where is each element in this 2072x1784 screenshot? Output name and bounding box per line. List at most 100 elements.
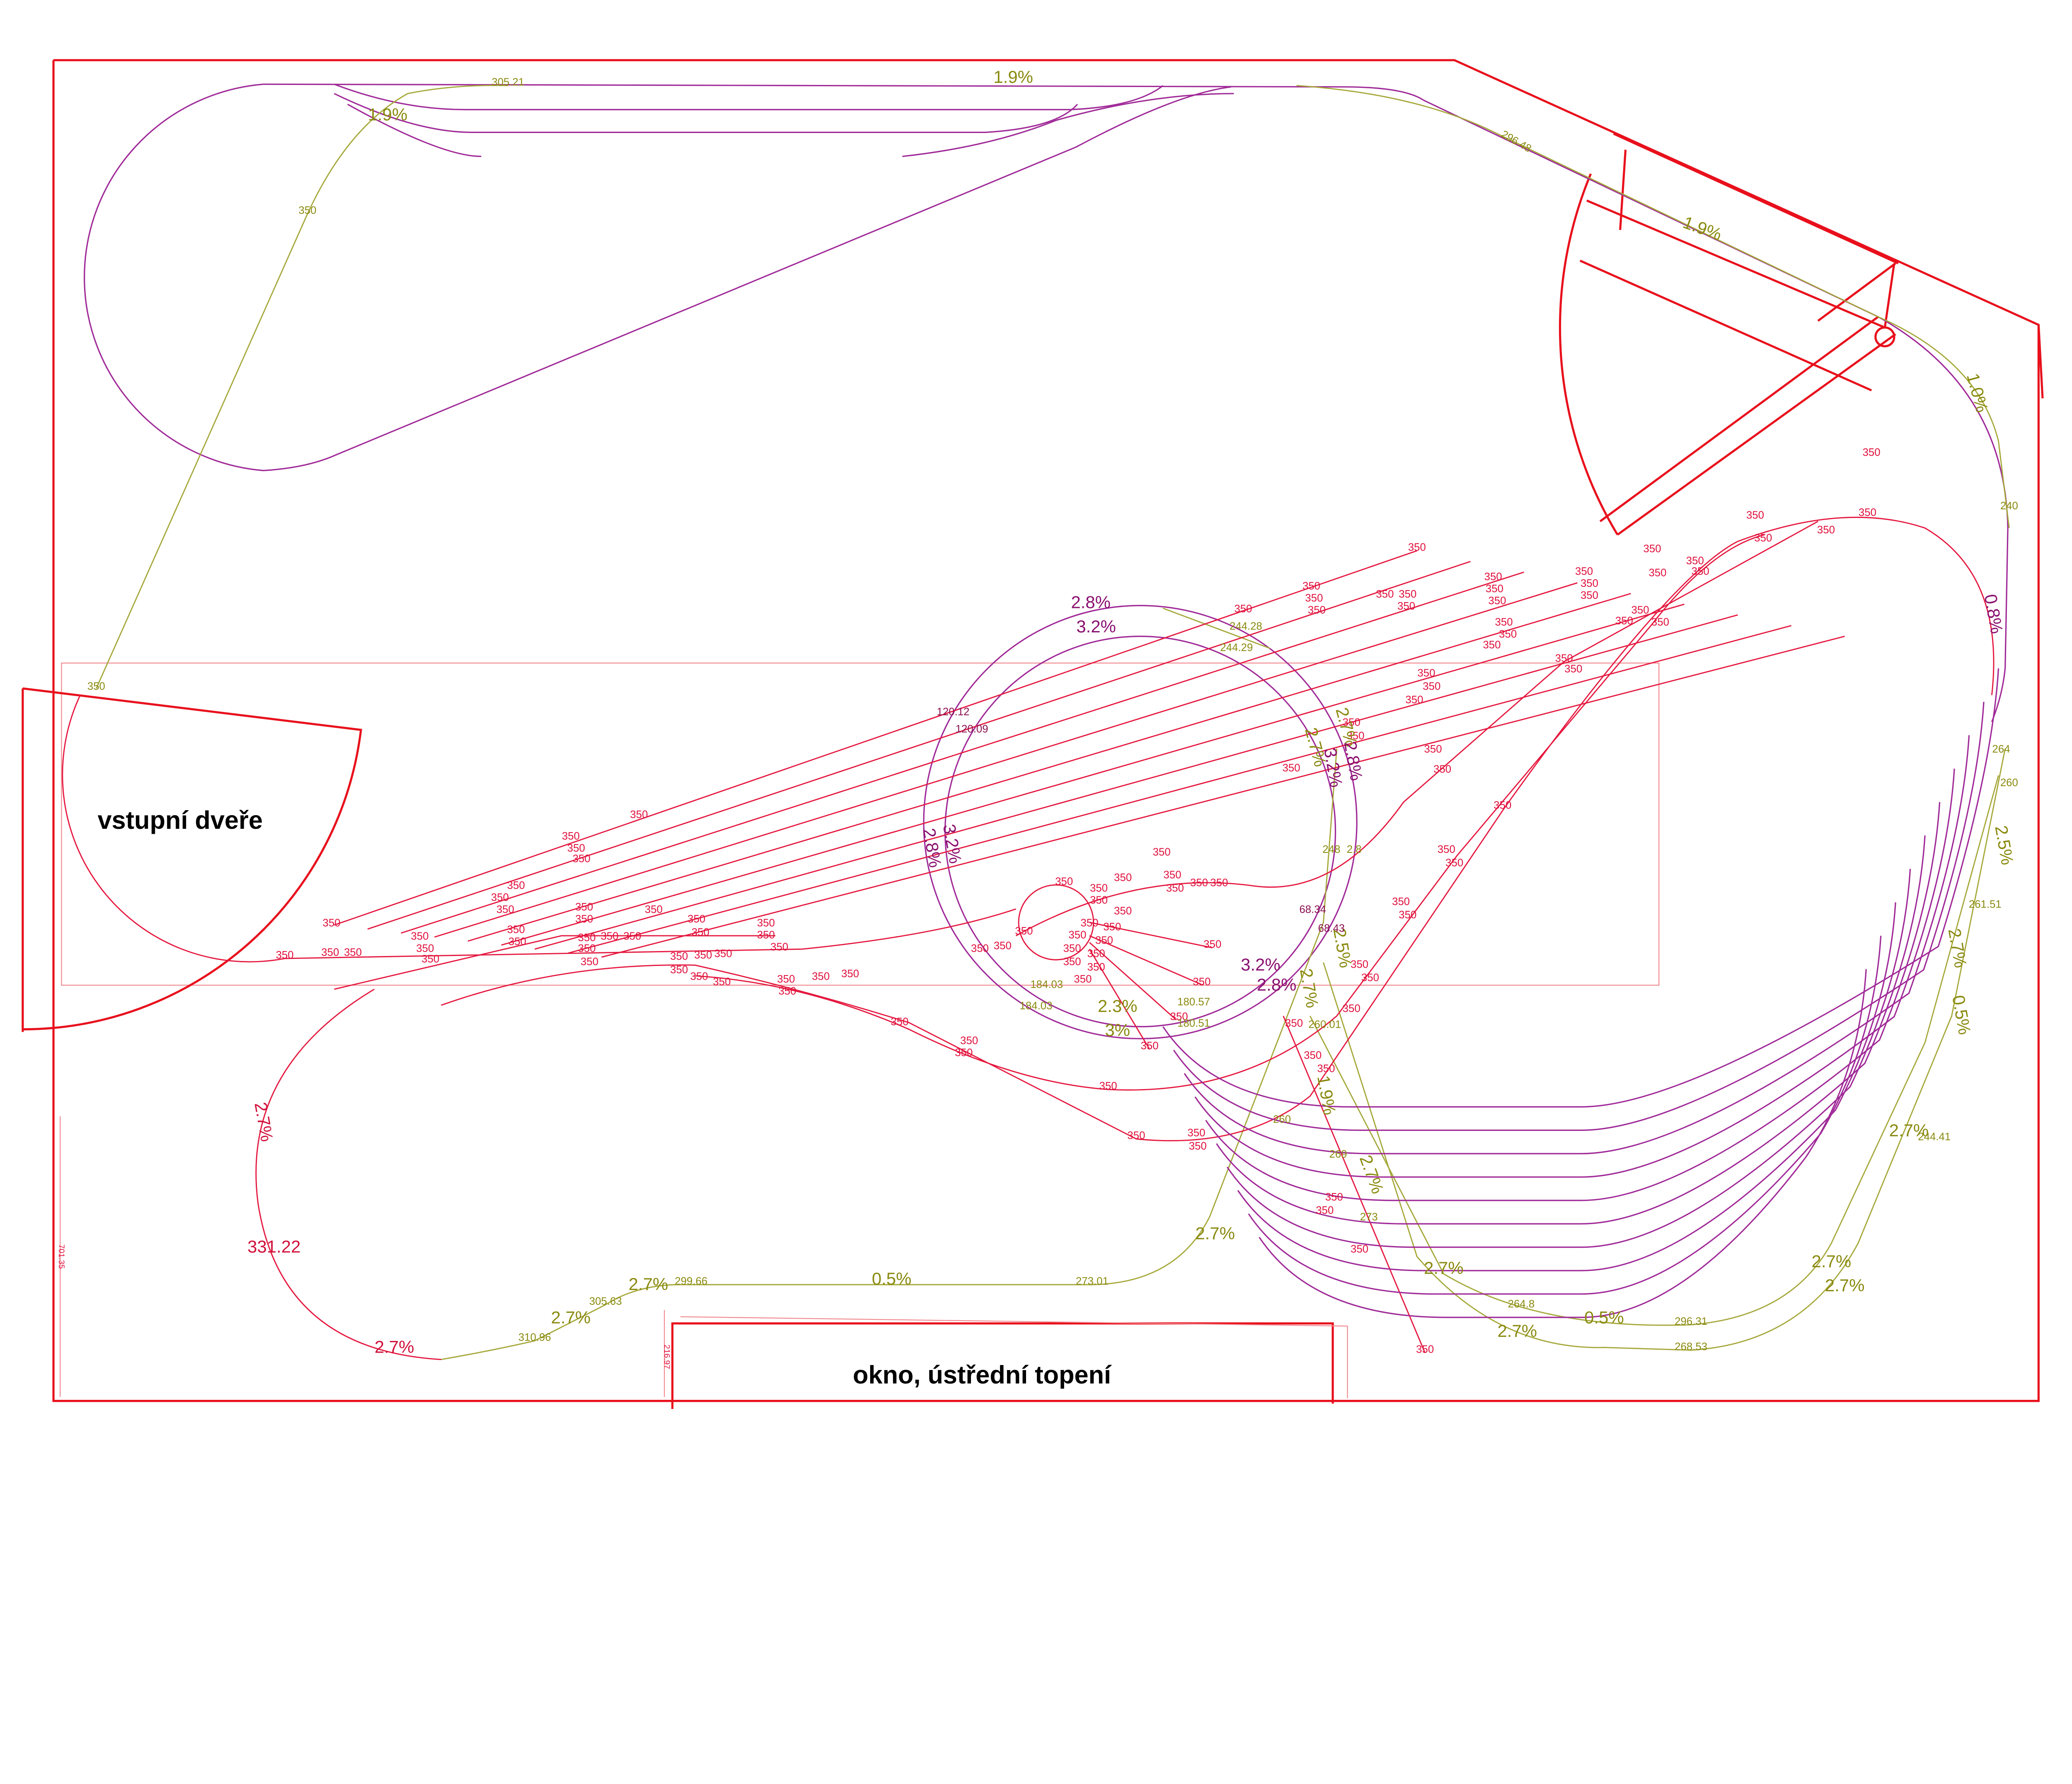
- radius-label: 350: [1484, 571, 1502, 583]
- height-label: 299.66: [675, 1276, 707, 1287]
- radius-label: 350: [1483, 639, 1501, 651]
- grade-label: 2.7%: [1424, 1258, 1464, 1278]
- radius-label: 350: [694, 949, 712, 961]
- radius-label: 350: [1063, 956, 1081, 968]
- radius-label: 350: [971, 943, 989, 954]
- height-label: 261.51: [1969, 898, 2002, 910]
- radius-label: 350: [1188, 1127, 1205, 1139]
- radius-label: 350: [1099, 1080, 1117, 1092]
- grade-label: 2.8%: [1071, 593, 1111, 612]
- height-label: 244.28: [1230, 620, 1262, 632]
- radius-label: 350: [1376, 588, 1394, 600]
- radius-label: 350: [1325, 1191, 1343, 1203]
- staging-track: [1205, 802, 1941, 1201]
- radius-label: 350: [1499, 629, 1517, 640]
- grade-label: 2.7%: [551, 1308, 591, 1327]
- height-label: 350: [298, 205, 316, 216]
- grade-label: 2.7%: [1296, 967, 1322, 1009]
- diagonal-track: [467, 593, 1631, 942]
- grade-label: 2.7%: [1889, 1121, 1929, 1140]
- radius-label: 350: [1615, 615, 1633, 627]
- radius-label: 350: [1095, 934, 1113, 946]
- door-label: vstupní dveře: [97, 806, 262, 834]
- height-label: 180.57: [1177, 996, 1210, 1008]
- height-label: 310.96: [518, 1331, 551, 1343]
- entry-door-swing: [22, 687, 362, 1032]
- radius-label: 350: [1424, 743, 1442, 755]
- radius-label: 350: [1859, 507, 1876, 518]
- radius-label: 350: [960, 1035, 978, 1046]
- room-wall-stub: [2037, 324, 2044, 399]
- grade-label: 2.7%: [1356, 1152, 1388, 1196]
- radius-label: 350: [1308, 605, 1326, 616]
- diagonal-track: [568, 625, 1791, 954]
- radius-label: 350: [1405, 694, 1423, 706]
- radius-label: 350: [1416, 1344, 1434, 1356]
- radius-label: 350: [1114, 905, 1132, 917]
- radius-label: 350: [770, 942, 788, 953]
- radius-label: 350: [1090, 895, 1108, 906]
- height-label: 269: [1329, 1149, 1347, 1160]
- grade-label: 2.3%: [1098, 996, 1138, 1016]
- height-label: 305.21: [491, 76, 524, 88]
- radius-label: 350: [778, 985, 796, 997]
- radius-label: 350: [1631, 605, 1649, 616]
- radius-label: 350: [994, 940, 1012, 951]
- height-label: 248: [1322, 844, 1340, 855]
- radius-label: 350: [581, 956, 598, 968]
- grade-label: 2.5%: [1991, 824, 2017, 866]
- grade-label: 2.7%: [375, 1337, 414, 1357]
- lower-level-tracks: [62, 516, 1995, 1360]
- radius-label: 350: [491, 892, 509, 903]
- radius-label: 350: [1486, 583, 1503, 595]
- height-label: 2.8: [1347, 844, 1362, 855]
- radius-label: 350: [1015, 925, 1033, 937]
- radius-label: 350: [670, 964, 688, 976]
- radius-label: 350: [1351, 1244, 1368, 1255]
- height-label: 268.53: [1675, 1341, 1707, 1353]
- grade-label: 0.5%: [1949, 994, 1975, 1036]
- staging-track: [1248, 935, 1882, 1295]
- diagonal-track: [534, 614, 1738, 950]
- grade-label: 3.2%: [1241, 955, 1280, 974]
- radius-label: 350: [573, 853, 591, 865]
- radius-label: 350: [1074, 973, 1092, 985]
- staging-track: [1184, 735, 1970, 1155]
- radius-label: 350: [321, 946, 339, 958]
- radius-label: 350: [1651, 617, 1669, 628]
- grade-label: 2.7%: [1195, 1223, 1235, 1243]
- radius-label: 68.43: [1318, 922, 1345, 934]
- radius-label: 350: [496, 904, 514, 915]
- grade-label: 3%: [1105, 1020, 1130, 1040]
- radius-label: 350: [891, 1016, 908, 1028]
- radius-label: 350: [1581, 578, 1598, 589]
- grade-label: 3.2%: [1076, 617, 1116, 636]
- radius-label: 350: [1445, 857, 1463, 869]
- height-label: 260.01: [1308, 1019, 1341, 1031]
- radius-label: 350: [1493, 800, 1511, 811]
- height-label: 296.48: [1499, 128, 1533, 155]
- radius-label: 350: [1399, 588, 1416, 600]
- radius-label: 350: [1166, 883, 1184, 894]
- radius-label: 350: [575, 901, 593, 913]
- radius-label: 350: [1397, 600, 1415, 612]
- corner-cabinet: [1559, 133, 1899, 536]
- radius-label: 350: [507, 924, 525, 936]
- grade-label: 1.9%: [1314, 1074, 1340, 1116]
- height-label: 264.8: [1508, 1298, 1535, 1310]
- grade-label: 1.9%: [368, 104, 408, 124]
- radius-label: 350: [1408, 542, 1426, 553]
- diagonal-track: [367, 561, 1471, 930]
- radius-label: 350: [416, 943, 434, 954]
- radius-label: 350: [1316, 1205, 1334, 1216]
- radius-label: 350: [1417, 667, 1435, 679]
- radius-label: 350: [1304, 1050, 1322, 1061]
- diagonal-track: [601, 636, 1845, 958]
- height-label: 260: [2000, 777, 2018, 789]
- radius-label: 350: [1351, 959, 1368, 970]
- radius-label: 350: [1087, 948, 1105, 960]
- upper-level-tracks: [83, 83, 2009, 1040]
- window-label: okno, ústřední topení: [853, 1361, 1112, 1389]
- radius-label: 350: [630, 809, 648, 821]
- radius-label: 350: [1488, 595, 1506, 607]
